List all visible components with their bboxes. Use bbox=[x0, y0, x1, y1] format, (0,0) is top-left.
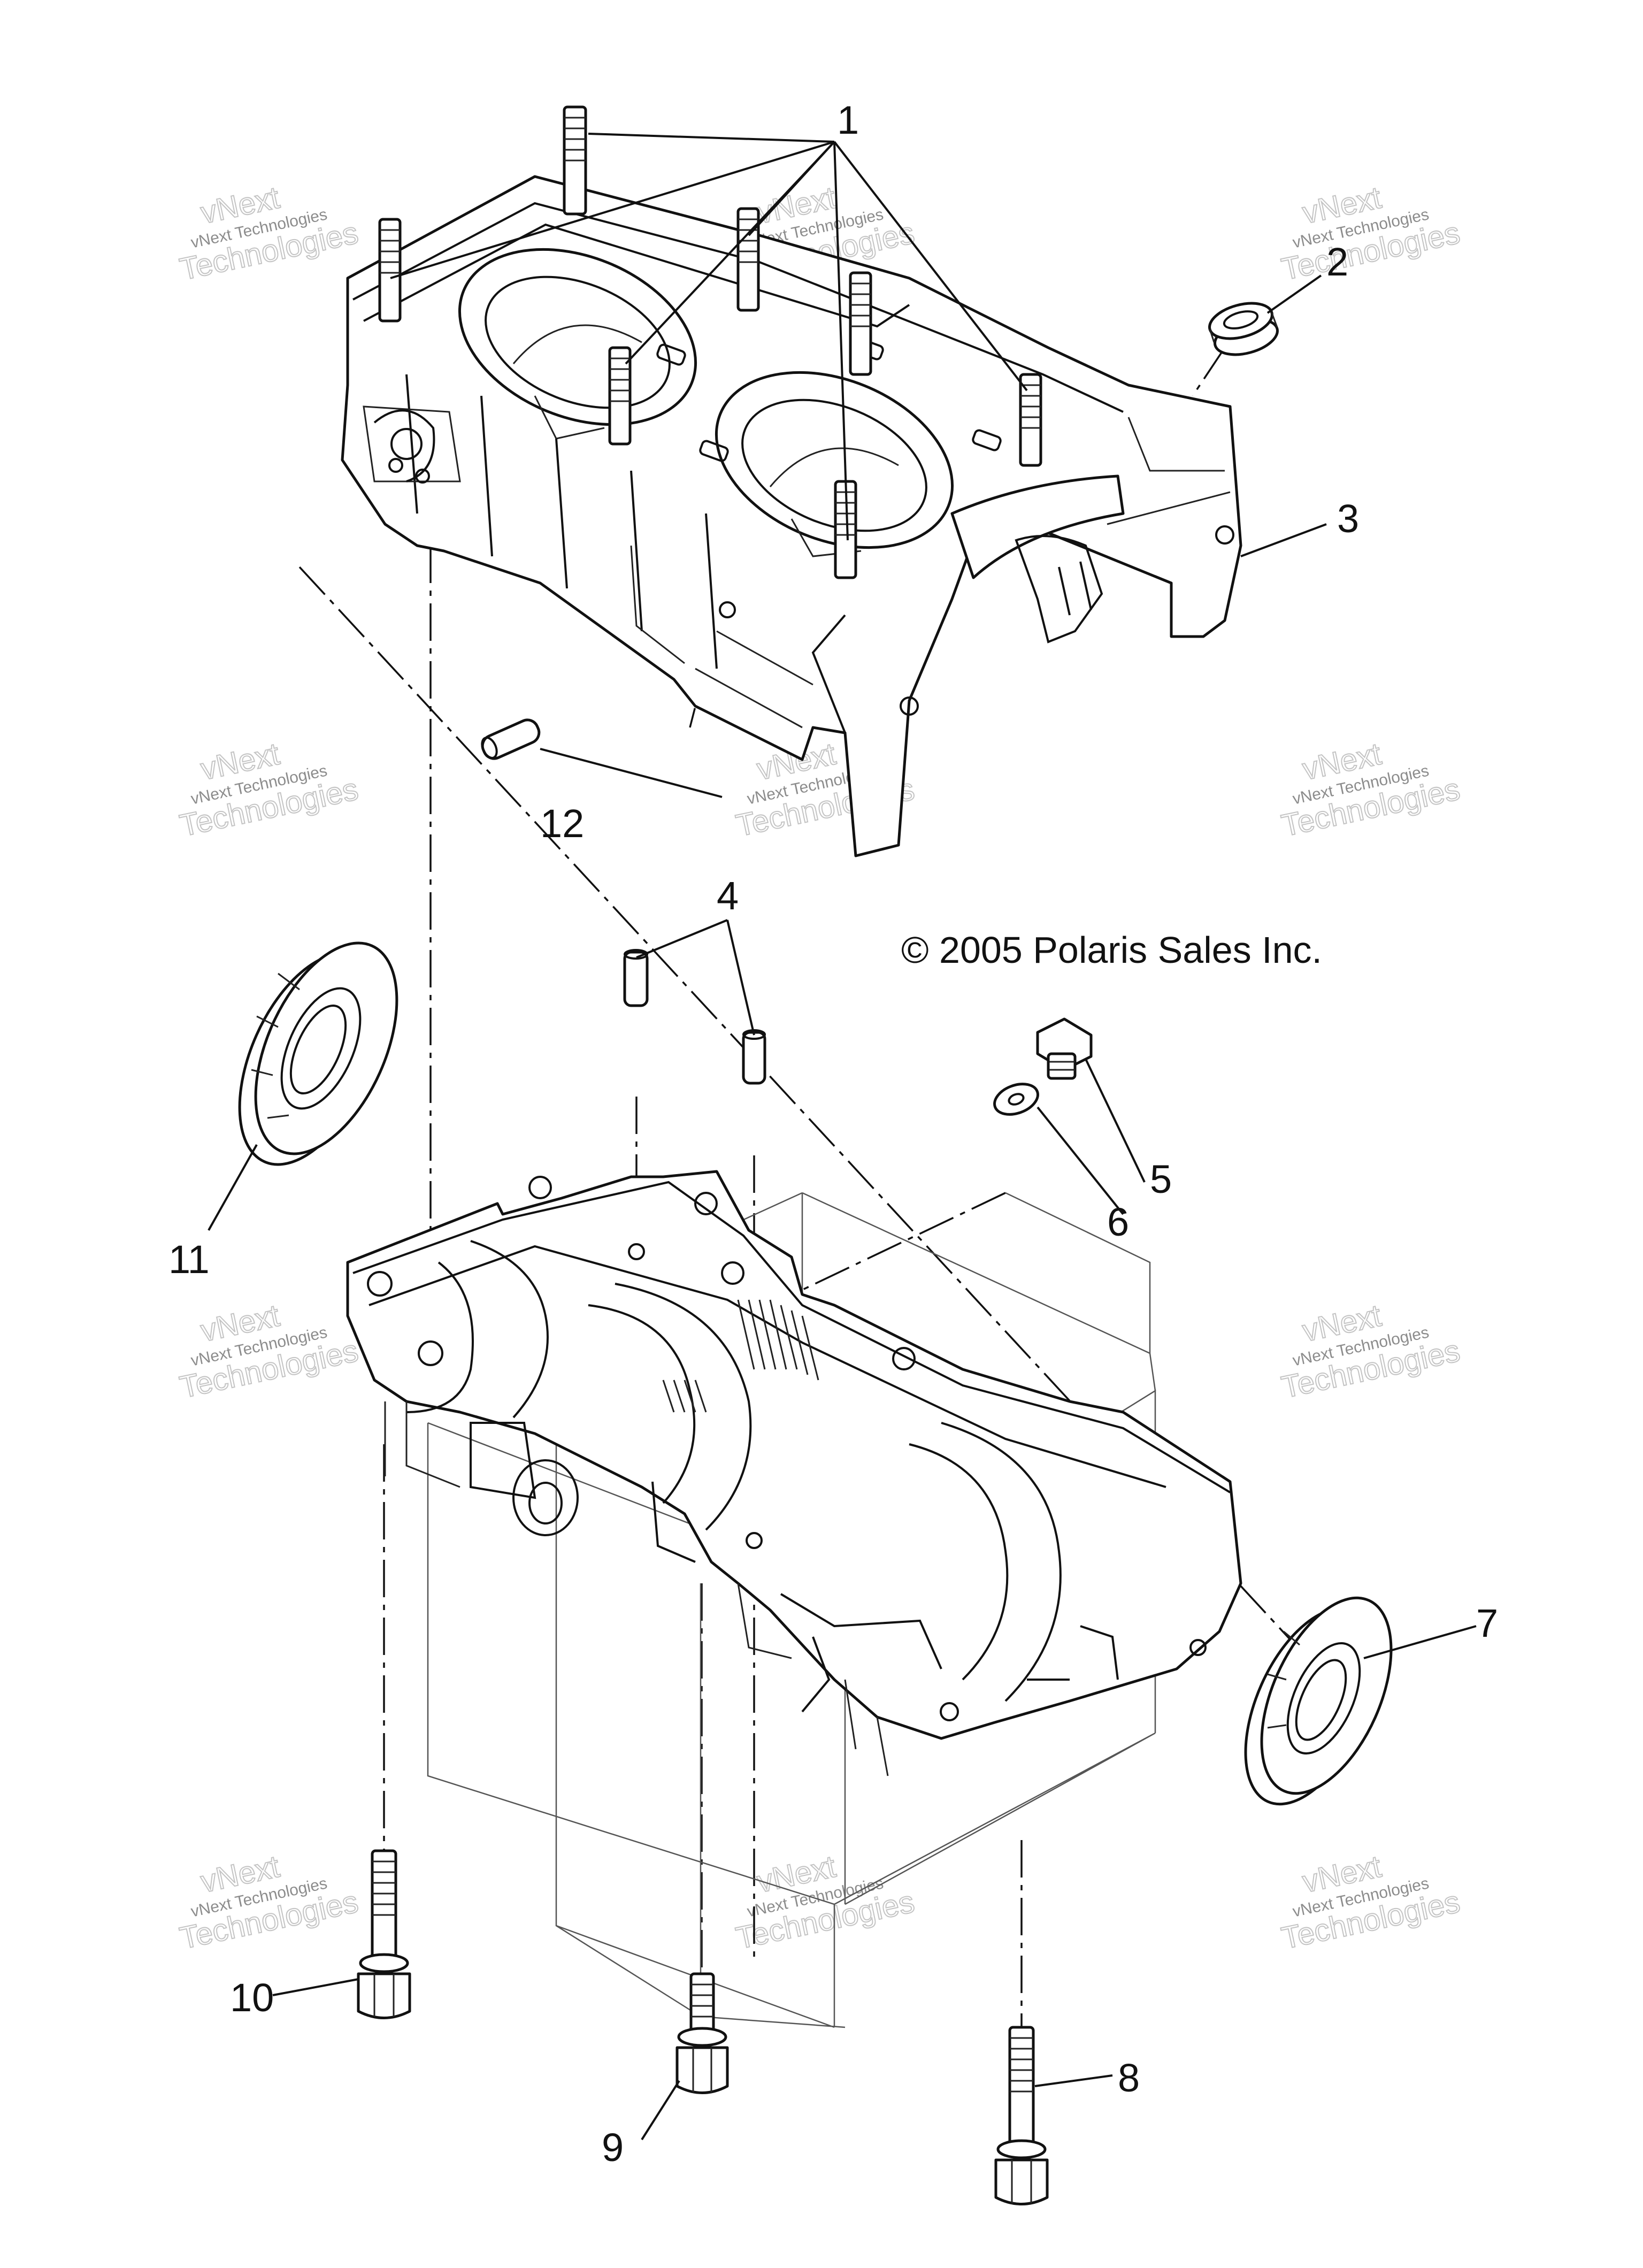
callout-8: 8 bbox=[1118, 2056, 1140, 2100]
dowel-pins bbox=[623, 949, 766, 1085]
sealing-washer bbox=[993, 1083, 1039, 1116]
callout-11: 11 bbox=[168, 1237, 210, 1282]
bolt-8 bbox=[994, 2026, 1049, 2205]
stud bbox=[736, 207, 760, 312]
watermark: vNext vNext Technologies Technologies bbox=[1278, 180, 1464, 288]
watermark: vNext vNext Technologies Technologies bbox=[176, 1849, 362, 1957]
lower-crankcase bbox=[346, 1170, 1242, 2028]
watermarks: vNext vNext Technologies Technologies vN… bbox=[176, 180, 1464, 1957]
grommet bbox=[1208, 302, 1279, 356]
dowel-pin bbox=[481, 718, 541, 760]
upper-crankcase bbox=[341, 175, 1242, 857]
callout-12: 12 bbox=[540, 801, 584, 846]
watermark: vNext vNext Technologies Technologies bbox=[176, 1298, 362, 1406]
callout-5: 5 bbox=[1150, 1157, 1172, 1201]
stud bbox=[608, 346, 632, 446]
stud bbox=[378, 218, 402, 323]
leader-lines bbox=[208, 133, 1477, 2141]
stud bbox=[563, 105, 587, 216]
callout-7: 7 bbox=[1476, 1601, 1498, 1645]
studs bbox=[378, 105, 1042, 579]
watermark: vNext vNext Technologies Technologies bbox=[1278, 1298, 1464, 1406]
callout-2: 2 bbox=[1326, 240, 1348, 284]
callout-4: 4 bbox=[717, 874, 739, 918]
watermark: vNext vNext Technologies Technologies bbox=[1278, 1849, 1464, 1957]
callout-10: 10 bbox=[230, 1975, 274, 2020]
callout-9: 9 bbox=[602, 2125, 624, 2170]
watermark: vNext vNext Technologies Technologies bbox=[733, 1849, 918, 1957]
oil-seal-right bbox=[1244, 1596, 1393, 1806]
bolt-9 bbox=[675, 1972, 729, 2094]
stud bbox=[849, 271, 872, 376]
watermark: vNext vNext Technologies Technologies bbox=[1278, 736, 1464, 844]
callout-1: 1 bbox=[837, 98, 859, 142]
callout-6: 6 bbox=[1107, 1200, 1129, 1244]
watermark: vNext vNext Technologies Technologies bbox=[176, 736, 362, 844]
callouts: 1 2 3 4 5 6 7 8 9 10 11 12 bbox=[168, 98, 1498, 2170]
oil-seal-left bbox=[238, 941, 398, 1166]
watermark: vNext vNext Technologies Technologies bbox=[176, 180, 362, 288]
stud bbox=[1019, 373, 1042, 467]
drain-plug bbox=[1036, 1017, 1093, 1080]
callout-3: 3 bbox=[1337, 496, 1359, 541]
bolt-10 bbox=[357, 1849, 411, 2019]
copyright-notice: © 2005 Polaris Sales Inc. bbox=[901, 929, 1322, 971]
